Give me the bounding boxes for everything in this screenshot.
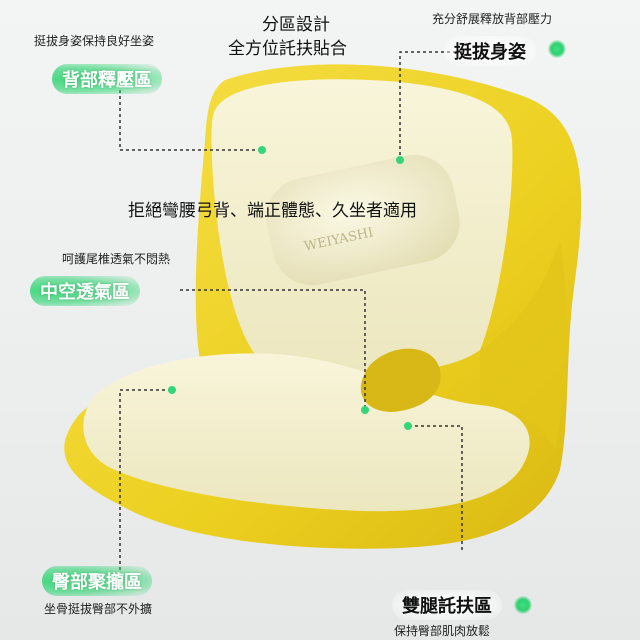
caption-hip: 坐骨挺拔臀部不外擴 (44, 602, 153, 616)
label-posture: 挺拔身姿 (444, 36, 536, 66)
caption-tailbone: 呵護尾椎透氣不悶熱 (62, 252, 171, 266)
label-leg-dot (514, 596, 532, 614)
label-hip-gather: 臀部聚攏區 (42, 566, 152, 596)
lumbar-pillow (266, 154, 460, 286)
caption-leg: 保持臀部肌肉放鬆 (394, 624, 491, 638)
marker-hip (168, 386, 176, 394)
label-leg-support: 雙腿託扶區 (392, 590, 502, 620)
label-hollow-vent: 中空透氣區 (30, 276, 140, 306)
caption-posture: 挺拔身姿保持良好坐姿 (34, 34, 155, 48)
label-back-relief: 背部釋壓區 (52, 64, 162, 94)
headline: 拒絕彎腰弓背、端正體態、久坐者適用 (128, 201, 417, 221)
label-posture-dot (548, 40, 566, 58)
marker-back (258, 146, 266, 154)
caption-relieve-back: 充分舒展釋放背部壓力 (432, 12, 553, 26)
marker-leg (404, 422, 412, 430)
caption-zone-design: 分區設計 (262, 15, 330, 35)
marker-posture (396, 156, 404, 164)
hollow-vent-hole (360, 348, 441, 412)
caption-full-support: 全方位託扶貼合 (228, 39, 347, 59)
marker-hollow (361, 406, 369, 414)
